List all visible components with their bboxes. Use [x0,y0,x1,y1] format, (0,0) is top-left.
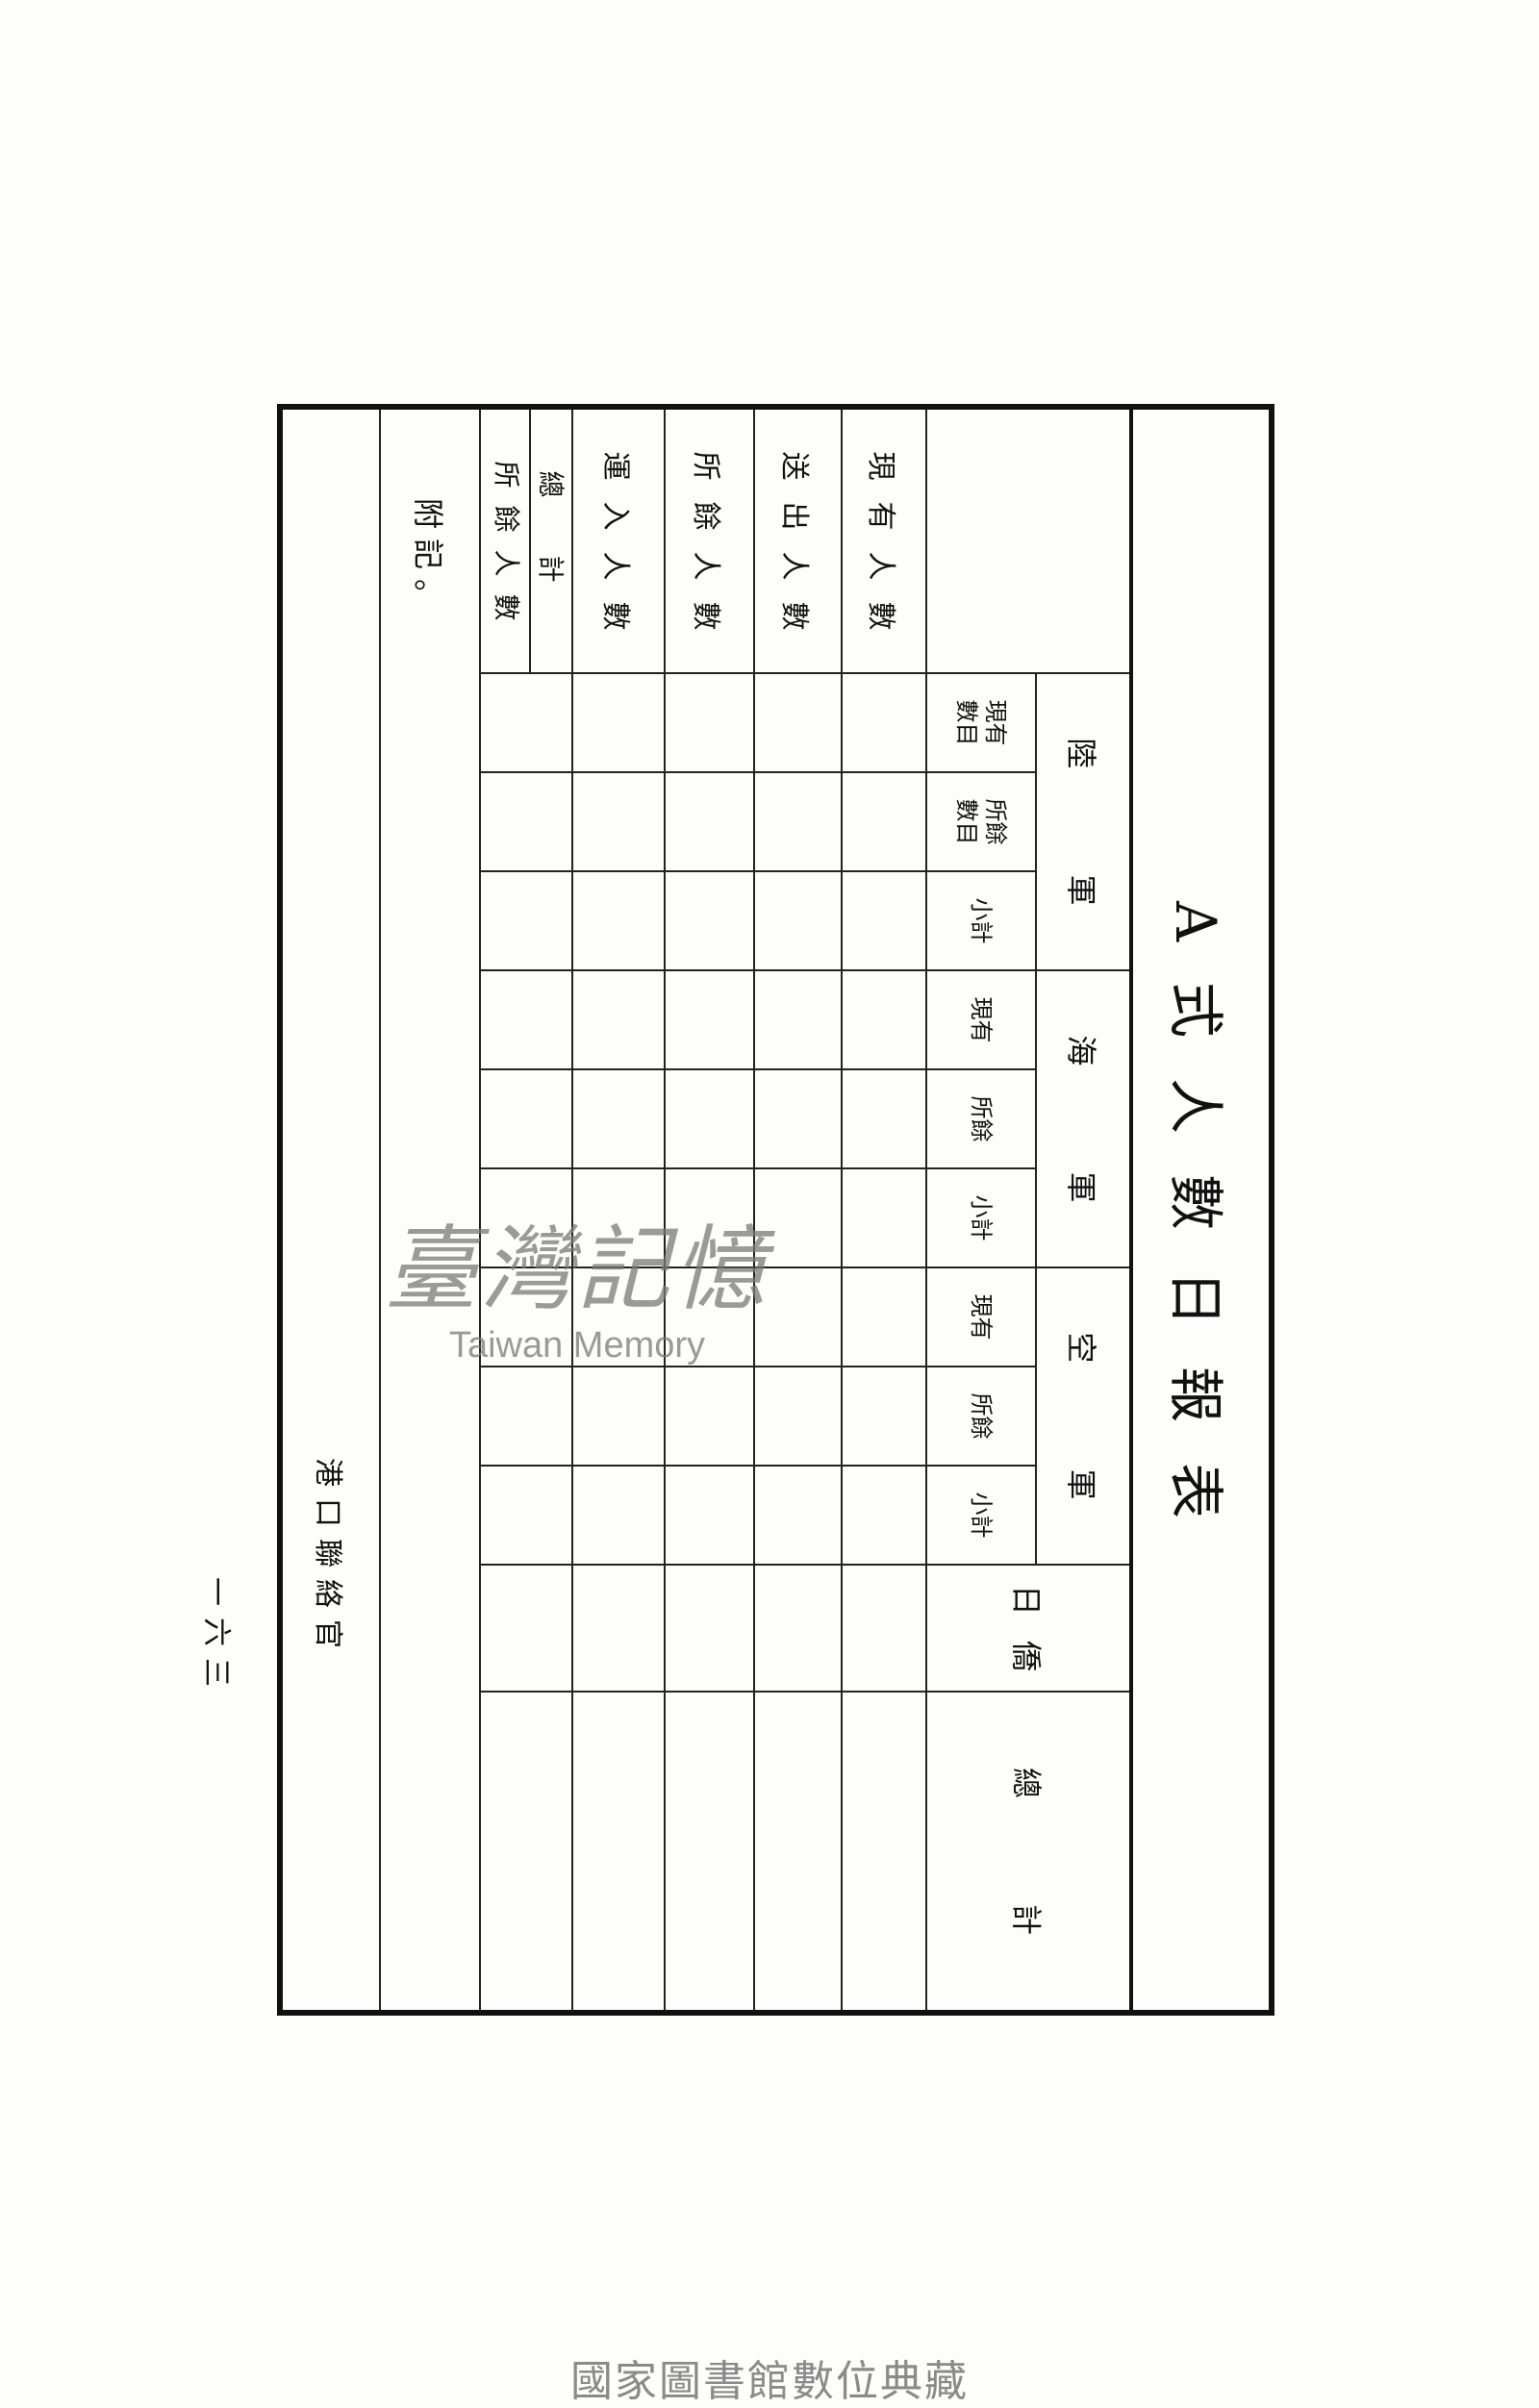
empty-entry-cell [754,1069,842,1168]
header-navy: 海 軍 [1036,970,1131,1267]
empty-entry-cell [572,1565,665,1692]
signature-cell: 港口聯絡官 [280,407,380,2014]
empty-entry-cell [754,772,842,871]
empty-entry-cell [754,970,842,1069]
watermark-cjk: 臺灣記憶 [385,1216,770,1323]
title-cell: A式人數日報表 [1131,407,1272,2014]
empty-entry-cell [480,1466,572,1565]
row-label-total: 總計 所餘人數 [480,407,572,673]
row-label: 所餘人數 [665,407,754,673]
empty-entry-cell [665,1565,754,1692]
sub-header: 所餘 [926,1069,1036,1168]
sub-header-text: 數目 [953,798,980,845]
total-label-line1: 總計 [529,410,569,672]
empty-entry-cell [842,673,926,772]
empty-entry-cell [480,1565,572,1692]
watermark-en: Taiwan Memory [448,1325,706,1366]
empty-entry-cell [754,871,842,970]
empty-entry-cell [754,673,842,772]
empty-entry-cell [480,772,572,871]
empty-entry-cell [665,1692,754,2014]
sub-header: 現有數目 [926,673,1036,772]
empty-entry-cell [842,871,926,970]
empty-entry-cell [665,871,754,970]
daily-headcount-form: A式人數日報表 陸 軍 海 軍 空 軍 日 僑 總 計 現有數目所餘數目小計現有… [277,404,1274,2017]
empty-entry-cell [665,673,754,772]
empty-entry-cell [842,1466,926,1565]
form-title: A式人數日報表 [1163,901,1229,1559]
sub-header: 所餘數目 [926,772,1036,871]
remarks-cell: 附記。 [380,407,480,2014]
sub-header: 小計 [926,1168,1036,1267]
sub-header-text: 現有 [982,699,1009,746]
sub-header: 所餘 [926,1367,1036,1466]
empty-entry-cell [572,673,665,772]
row-sent-out: 送出人數 [754,407,842,2014]
empty-entry-cell [842,1168,926,1267]
header-air-force: 空 軍 [1036,1267,1131,1565]
row-shipped-in: 運入人數 [572,407,665,2014]
empty-entry-cell [842,970,926,1069]
empty-entry-cell [842,1069,926,1168]
sub-header-text: 現有 [968,996,995,1043]
empty-entry-cell [754,1367,842,1466]
empty-entry-cell [842,772,926,871]
empty-entry-cell [842,1367,926,1466]
empty-entry-cell [754,1692,842,2014]
sub-header: 現有 [926,1267,1036,1367]
sub-header-text: 所餘 [968,1392,995,1440]
sub-header: 小計 [926,1466,1036,1565]
empty-entry-cell [842,1565,926,1692]
empty-entry-cell [754,1466,842,1565]
corner-cell [926,407,1131,673]
empty-entry-cell [665,1069,754,1168]
remarks-label: 附記。 [410,498,446,620]
total-label-line2: 所餘人數 [491,461,522,639]
sub-header-text: 小計 [968,1492,995,1539]
sub-header-text: 所餘 [968,1095,995,1142]
empty-entry-cell [842,1267,926,1367]
sub-header-text: 小計 [968,1194,995,1242]
empty-entry-cell [480,871,572,970]
row-present: 現有人數 [842,407,926,2014]
empty-entry-cell [572,970,665,1069]
empty-entry-cell [572,1466,665,1565]
header-army: 陸 軍 [1036,673,1131,970]
empty-entry-cell [665,772,754,871]
empty-entry-cell [480,1367,572,1466]
row-label: 運入人數 [572,407,665,673]
row-label: 送出人數 [754,407,842,673]
empty-entry-cell [572,871,665,970]
header-grand-total: 總 計 [926,1692,1131,2014]
sub-header-text: 所餘 [982,798,1009,845]
taiwan-memory-watermark: 臺灣記憶 Taiwan Memory [317,1217,837,1365]
empty-entry-cell [480,1069,572,1168]
empty-entry-cell [842,1692,926,2014]
row-remaining: 所餘人數 [665,407,754,2014]
empty-entry-cell [572,772,665,871]
empty-entry-cell [480,1692,572,2014]
port-liaison-officer-signature: 港口聯絡官 [311,1458,344,1660]
empty-entry-cell [665,1367,754,1466]
sub-header-text: 數目 [953,699,980,746]
empty-entry-cell [572,1692,665,2014]
sub-header: 小計 [926,871,1036,970]
row-total-remaining: 總計 所餘人數 [480,407,572,2014]
rotated-form-page: A式人數日報表 陸 軍 海 軍 空 軍 日 僑 總 計 現有數目所餘數目小計現有… [159,404,1274,2017]
empty-entry-cell [572,1367,665,1466]
row-label: 現有人數 [842,407,926,673]
sub-header: 現有 [926,970,1036,1069]
page-number: 一六三 [199,1577,233,1698]
empty-entry-cell [754,1565,842,1692]
sub-header-text: 小計 [968,897,995,944]
empty-entry-cell [665,1466,754,1565]
empty-entry-cell [572,1069,665,1168]
library-footer: 國家圖書館數位典藏 [570,2357,969,2406]
sub-header-text: 現有 [968,1293,995,1341]
header-japanese-residents: 日 僑 [926,1565,1131,1692]
empty-entry-cell [480,673,572,772]
empty-entry-cell [665,970,754,1069]
empty-entry-cell [480,970,572,1069]
